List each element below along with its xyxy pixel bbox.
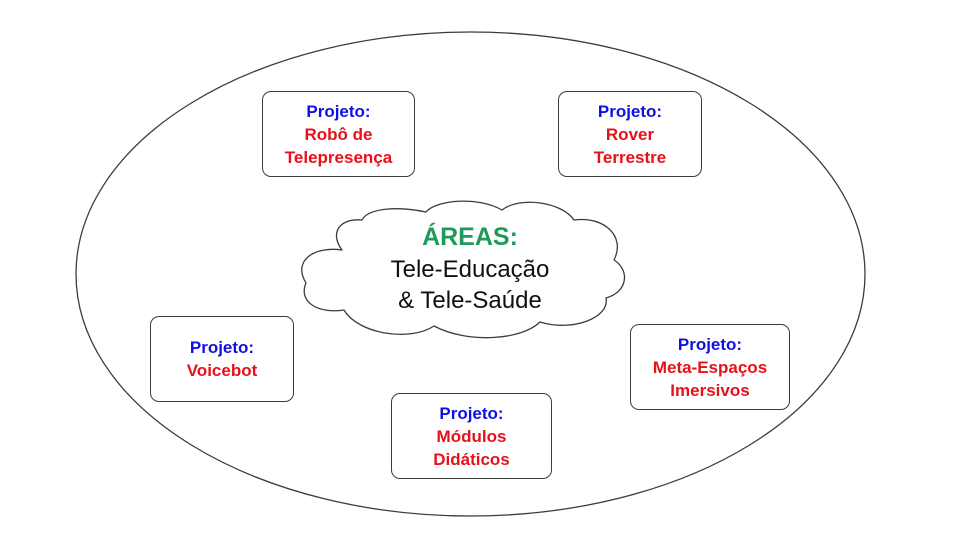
project-prefix: Projeto: xyxy=(597,101,663,121)
project-name-line: Robô de xyxy=(304,124,373,144)
project-name-line: Didáticos xyxy=(433,449,510,469)
project-name-line: Rover xyxy=(605,124,655,144)
project-prefix: Projeto: xyxy=(677,334,743,354)
project-box-meta-espacos: Projeto: Meta-Espaços Imersivos xyxy=(630,324,790,410)
project-box-rover-terrestre: Projeto: Rover Terrestre xyxy=(558,91,702,177)
project-name-line: Voicebot xyxy=(186,361,258,380)
area-line-health: & Tele-Saúde xyxy=(398,287,542,314)
area-line-education: Tele-Educação xyxy=(390,256,550,283)
project-name-line: Imersivos xyxy=(670,380,750,400)
project-prefix: Projeto: xyxy=(439,403,504,423)
project-name-line: Telepresença xyxy=(284,147,393,167)
project-box-robo-telepresenca: Projeto: Robô de Telepresença xyxy=(262,91,415,177)
project-box-modulos-didaticos: Projeto: Módulos Didáticos xyxy=(391,393,552,479)
project-name-line: Terrestre xyxy=(593,147,667,167)
areas-title: ÁREAS: xyxy=(422,223,518,251)
center-cloud xyxy=(301,200,625,339)
project-box-voicebot: Projeto: Voicebot xyxy=(150,316,294,402)
project-name-line: Módulos xyxy=(436,426,507,446)
project-prefix: Projeto: xyxy=(306,101,371,121)
project-prefix: Projeto: xyxy=(189,338,255,357)
center-label: ÁREAS: Tele-Educação & Tele-Saúde xyxy=(340,221,600,316)
project-name-line: Meta-Espaços xyxy=(652,357,768,377)
